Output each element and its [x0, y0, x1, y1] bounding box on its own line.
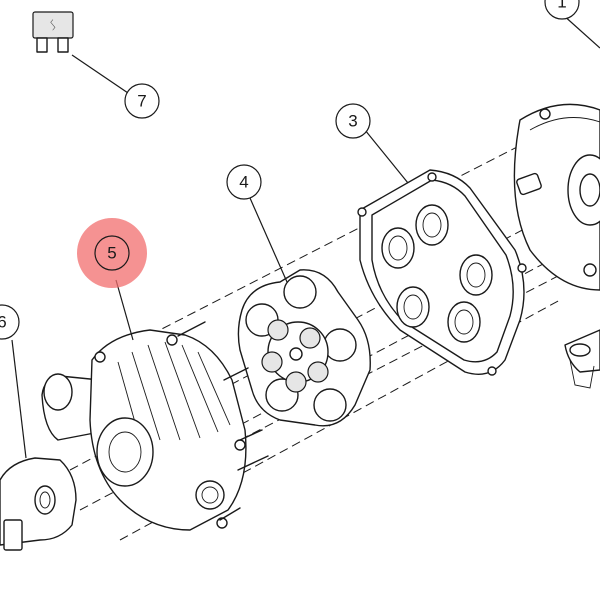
callout-5-label: 5: [107, 244, 116, 263]
housing-bolts: [177, 321, 269, 521]
connector-part: [564, 329, 600, 389]
part-1-motor-cap: [513, 13, 600, 291]
callout-3-label: 3: [348, 112, 357, 131]
callout-1-label: 1: [557, 0, 566, 12]
part-6-fitting: [0, 339, 77, 551]
plate-ports: [381, 204, 493, 343]
callout-7[interactable]: 7: [124, 83, 160, 119]
part-5-pump-head: [41, 279, 269, 531]
callout-5-highlight: [77, 218, 147, 288]
part-7-fuse: ᛊ: [32, 11, 129, 94]
callout-3[interactable]: 3: [335, 103, 371, 139]
callout-5[interactable]: 5: [94, 235, 130, 271]
callout-4[interactable]: 4: [226, 164, 262, 200]
callout-6[interactable]: 6: [0, 304, 20, 340]
part-3-plate: [357, 129, 527, 376]
svg-text:ᛊ: ᛊ: [49, 17, 57, 33]
part-4-valve: [237, 197, 371, 427]
housing-ribs: [117, 341, 231, 441]
callout-4-label: 4: [239, 173, 248, 192]
callout-6-label: 6: [0, 313, 7, 332]
callout-1[interactable]: 1: [544, 0, 580, 20]
callout-7-label: 7: [137, 92, 146, 111]
